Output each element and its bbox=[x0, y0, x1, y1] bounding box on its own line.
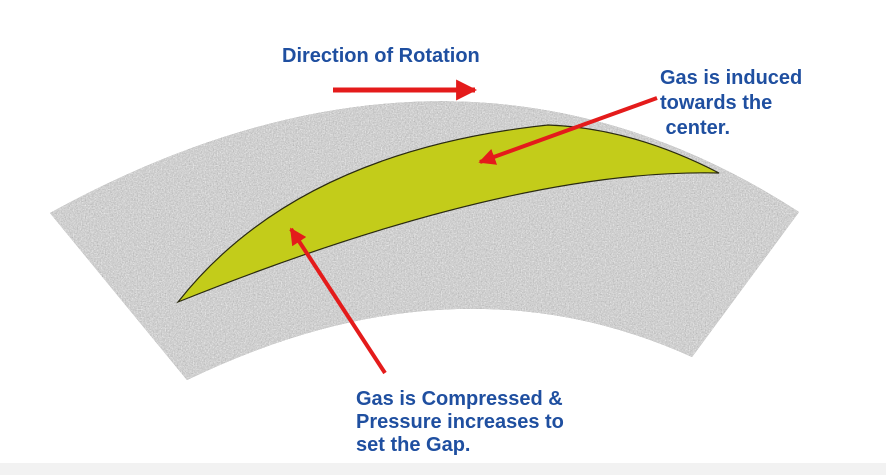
bottom-strip bbox=[0, 463, 886, 475]
spiral-groove bbox=[176, 124, 720, 304]
gas-induced-label: Gas is induced towards the center. bbox=[660, 67, 803, 139]
gas-compressed-label: Gas is Compressed & Pressure increases t… bbox=[356, 388, 564, 456]
induced-arrow bbox=[478, 96, 658, 165]
direction-of-rotation-label: Direction of Rotation bbox=[282, 45, 480, 67]
compressed-arrow bbox=[289, 227, 387, 375]
